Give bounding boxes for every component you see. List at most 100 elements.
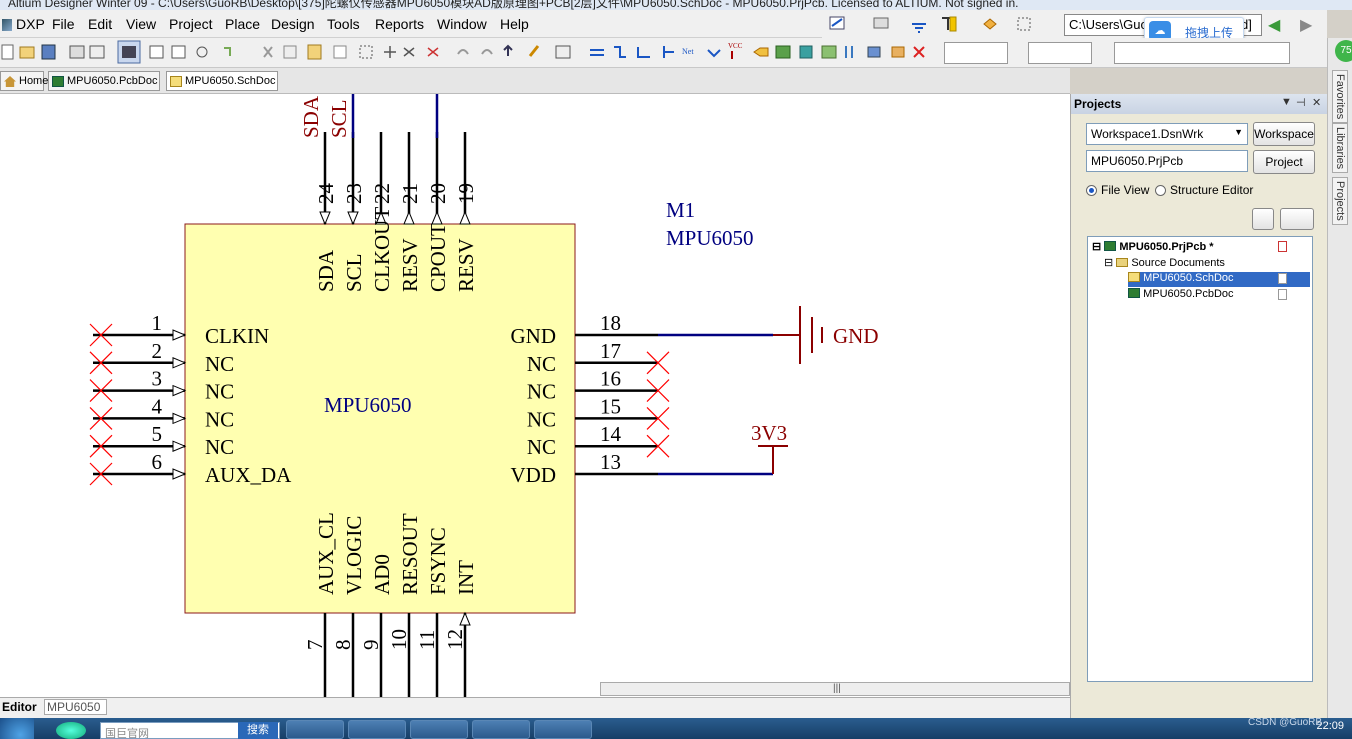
taskbar-app-explorer[interactable] [472,720,530,739]
pin-number: 10 [387,629,411,650]
workspace-select[interactable]: Workspace1.DsnWrk ▼ [1086,123,1248,145]
pin-number: 12 [443,629,467,650]
projects-panel: Projects ▼ ⊣ ✕ Workspace1.DsnWrk ▼ Works… [1070,94,1328,718]
schematic-sheet[interactable]: 1CLKIN2NC3NC4NC5NC6AUX_DA18GND17NC16NC15… [0,94,1070,697]
tree-doc-label: MPU6050.SchDoc [1143,272,1234,284]
pin-arrow [431,210,443,225]
tab-pcbdoc[interactable]: MPU6050.PcbDoc [48,71,160,91]
tree-folder-row[interactable]: ⊟ Source Documents [1104,257,1225,269]
menu-window[interactable]: Window [437,16,487,32]
radio-file-view[interactable]: File View [1086,183,1149,197]
tab-pcbdoc-label: MPU6050.PcbDoc [67,75,158,87]
start-icon[interactable] [0,718,34,739]
pin-arrow [403,210,415,225]
tab-home[interactable]: Home [0,71,48,91]
side-tab-projects[interactable]: Projects [1332,177,1348,225]
folder-icon [1116,258,1129,267]
menu-view[interactable]: View [126,16,157,32]
forward-icon[interactable]: ▶ [1300,17,1313,34]
project-value: MPU6050.PrjPcb [1091,154,1184,168]
project-tree[interactable]: ⊟ MPU6050.PrjPcb * ⊟ Source Documents MP… [1087,236,1313,682]
pin-name: INT [454,560,478,595]
pin-arrow [172,329,187,341]
main-toolbar-icons[interactable]: Net VCC [0,38,940,68]
gnd-label: GND [833,324,879,348]
browser-icon[interactable] [56,722,86,739]
pcb-doc-icon [1128,288,1140,298]
workspace-button[interactable]: Workspace [1253,122,1315,146]
pin-number: 7 [303,640,327,651]
tab-editor[interactable]: Editor [2,700,37,714]
horizontal-scrollbar[interactable]: ||| [600,682,1070,696]
window-title: Altium Designer Winter 09 - C:\Users\Guo… [8,0,1019,10]
pin-arrow [347,211,359,226]
pin-name: CPOUT [426,223,450,292]
pin-number: 24 [314,183,338,205]
menu-reports[interactable]: Reports [375,16,425,32]
taskbar-app-browser[interactable] [410,720,468,739]
tree-doc-row[interactable]: MPU6050.SchDoc [1128,272,1310,287]
search-button[interactable]: 搜索 [238,722,278,739]
pin-number: 14 [600,422,622,446]
panel-close-icon[interactable]: ✕ [1312,97,1322,109]
pin-name: RESV [454,238,478,292]
back-icon[interactable]: ◀ [1268,17,1281,34]
project-button[interactable]: Project [1253,150,1315,174]
no-connect-icon [89,462,113,486]
pin-arrow [172,357,187,369]
menu-design[interactable]: Design [271,16,315,32]
project-options-icon[interactable] [1252,208,1274,230]
pin-name: GND [511,324,557,348]
wiring-toolbar-icons[interactable] [822,10,1062,38]
toolbar-combo-2[interactable] [1028,42,1092,64]
taskbar-app-baidu[interactable] [534,720,592,739]
menu-help[interactable]: Help [500,16,529,32]
menu-tools[interactable]: Tools [327,16,360,32]
side-tab-favorites[interactable]: Favorites [1332,70,1348,124]
taskbar-app-window[interactable] [348,720,406,739]
pin-number: 13 [600,450,621,474]
pin-arrow [172,384,187,397]
tree-doc-row[interactable]: MPU6050.PcbDoc [1128,288,1234,303]
menu-file[interactable]: File [52,16,75,32]
taskbar-app-altium[interactable] [286,720,344,739]
sch-doc-icon [1128,272,1140,282]
body-label: MPU6050 [324,393,412,417]
document-tab-bar [0,68,1070,94]
notification-badge[interactable]: 75 [1335,40,1352,62]
menu-dxp[interactable]: DXP [16,16,45,32]
menu-project[interactable]: Project [169,16,213,32]
menu-place[interactable]: Place [225,16,261,32]
tab-schdoc[interactable]: MPU6050.SchDoc [166,71,278,91]
net-label-sda: SDA [299,95,323,138]
dxp-icon [2,19,12,31]
no-connect-icon [646,351,670,375]
no-connect-icon [89,434,113,458]
project-field[interactable]: MPU6050.PrjPcb [1086,150,1248,172]
panel-pin-icon[interactable]: ⊣ [1296,97,1306,109]
side-tab-libraries[interactable]: Libraries [1332,123,1348,174]
no-connect-icon [646,379,670,403]
tab-home-label: Home [19,75,49,87]
svg-text:VCC: VCC [728,42,743,50]
tab-mpu6050[interactable]: MPU6050 [44,699,108,715]
menu-edit[interactable]: Edit [88,16,113,32]
pin-number: 16 [600,367,621,391]
pin-arrow [375,210,387,225]
pin-name: AD0 [370,554,394,595]
svg-text:Net: Net [682,47,694,56]
toolbar-combo-1[interactable] [944,42,1008,64]
clock[interactable]: 22:09 [1316,720,1344,732]
radio-off-icon [1155,185,1166,196]
toolbar-combo-3[interactable] [1114,42,1290,64]
pin-number: 3 [152,367,163,391]
tree-project-label: MPU6050.PrjPcb * [1119,241,1214,253]
document-options-icon[interactable] [1280,208,1314,230]
tree-project-row[interactable]: ⊟ MPU6050.PrjPcb * [1092,241,1214,253]
radio-structure-editor[interactable]: Structure Editor [1155,183,1253,197]
panel-menu-icon[interactable]: ▼ [1281,96,1292,108]
modified-doc-icon [1278,241,1287,252]
radio-structure-label: Structure Editor [1170,183,1254,197]
no-connect-icon [89,351,113,375]
